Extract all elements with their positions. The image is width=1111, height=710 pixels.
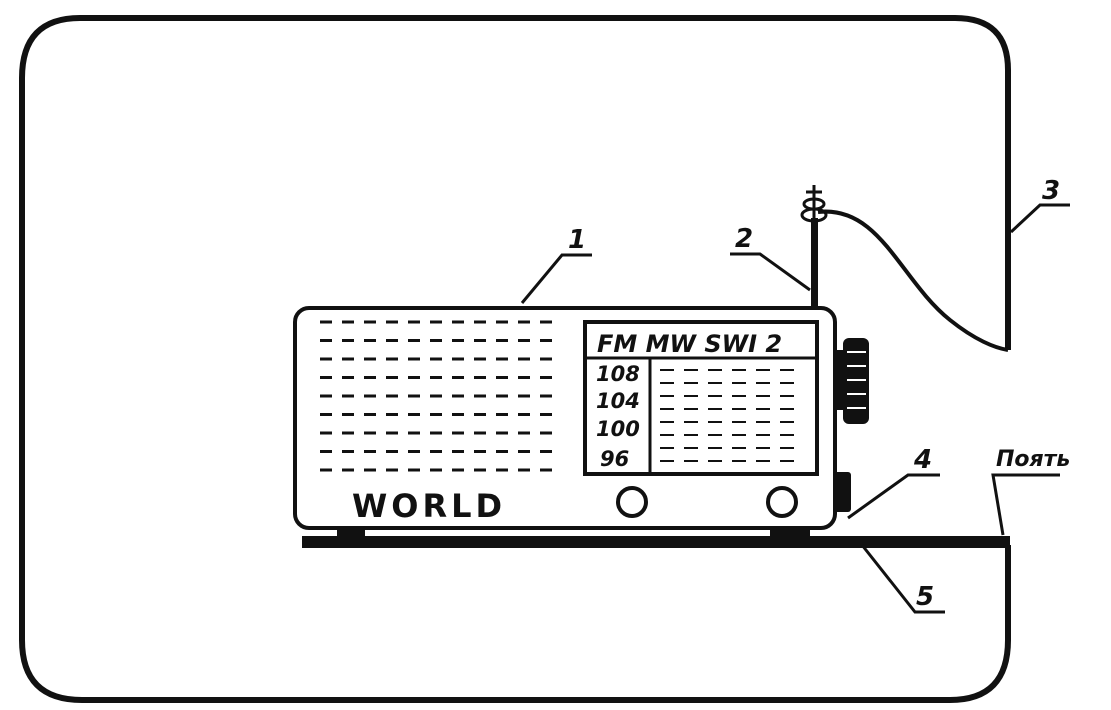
label-shelf: 5: [916, 582, 934, 612]
label-radio: 1: [568, 225, 586, 255]
scale-lines: [660, 369, 794, 462]
label-antenna: 2: [735, 224, 753, 254]
svg-text:108: 108: [596, 362, 640, 386]
svg-text:96: 96: [600, 447, 629, 471]
side-knob: [835, 338, 869, 424]
speaker-grille: [320, 320, 552, 472]
label-loop: Пoять: [996, 447, 1070, 472]
knob-left: [616, 486, 648, 518]
brand-name: WORLD: [352, 487, 506, 525]
label-wire: 3: [1042, 176, 1060, 206]
radio-foot-left: [337, 526, 365, 538]
shelf: [302, 536, 1010, 548]
svg-text:100: 100: [596, 417, 640, 441]
radio-receiver: FM MW SWI 2 108 104 100 96 WORLD: [293, 306, 869, 538]
side-socket: [833, 472, 851, 512]
scale-numbers: 108 104 100 96: [596, 362, 640, 471]
svg-text:104: 104: [596, 389, 640, 413]
antenna-rod: [800, 185, 828, 310]
tuning-scale: [583, 320, 819, 476]
radio-foot-right: [770, 526, 810, 538]
knob-right: [766, 486, 798, 518]
band-labels: FM MW SWI 2: [597, 330, 782, 358]
loop-frame: [19, 15, 1011, 703]
leader-lines: [520, 203, 1070, 614]
antenna-wire: [817, 209, 1009, 352]
label-clamp: 4: [913, 445, 932, 475]
